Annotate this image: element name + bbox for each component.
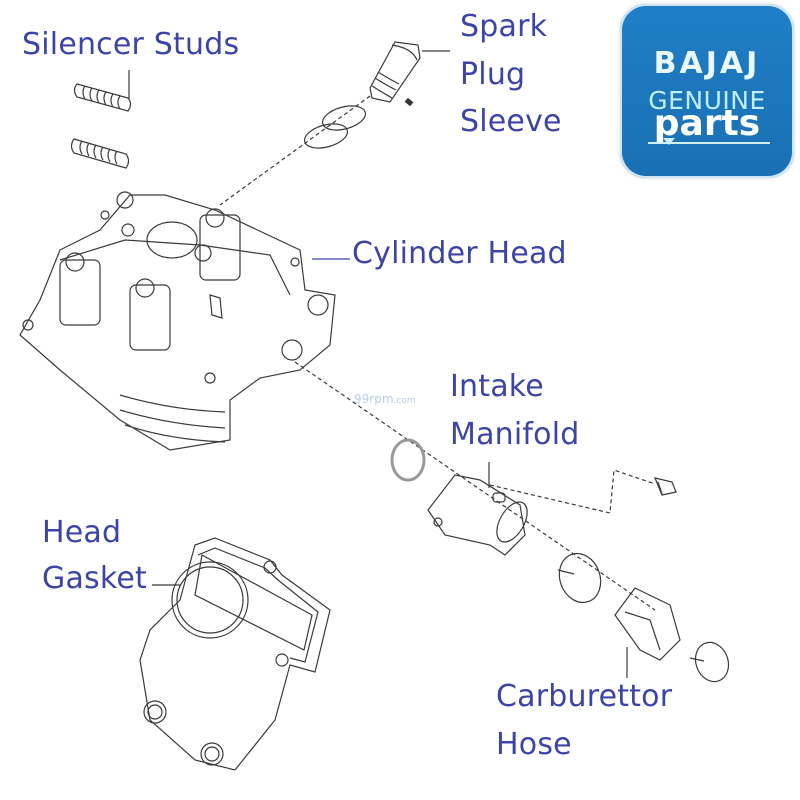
- label-line: Spark: [460, 9, 548, 44]
- assembly-axis-line: [219, 95, 371, 206]
- intake-manifold-icon: [390, 438, 677, 556]
- logo-parts: parts: [653, 103, 761, 144]
- silencer-stud-icon: [73, 70, 132, 112]
- label-line: Gasket: [42, 560, 147, 596]
- watermark: 99rpm.com: [354, 392, 416, 406]
- label-line: Manifold: [450, 416, 580, 452]
- spark-plug-sleeve-icon: [303, 41, 450, 149]
- label-line: Intake: [450, 369, 544, 404]
- label-line: Hose: [496, 726, 572, 762]
- carburettor-hose-icon: [557, 552, 730, 683]
- label-line: Head: [42, 515, 122, 550]
- label-line: Carburettor: [496, 679, 673, 714]
- spark-plug-sleeve-label: Spark Plug Sleeve: [460, 10, 562, 139]
- bajaj-genuine-parts-logo: BAJAJ GENUINE parts: [620, 4, 794, 178]
- head-gasket-icon: [139, 537, 331, 771]
- cylinder-head-icon: [19, 191, 350, 451]
- logo-underline: [648, 142, 770, 144]
- logo-genuine: GENUINE: [648, 86, 766, 115]
- label-line: Sleeve: [460, 104, 562, 140]
- watermark-suffix: .com: [393, 396, 416, 406]
- watermark-main: 99rpm: [354, 392, 394, 406]
- label-line: Plug: [460, 56, 526, 92]
- logo-brand: BAJAJ: [653, 46, 761, 81]
- silencer-studs-label: Silencer Studs: [22, 28, 239, 62]
- carburettor-hose-label: Carburettor Hose: [496, 680, 672, 761]
- intake-manifold-label: Intake Manifold: [450, 370, 580, 451]
- silencer-stud-icon: [70, 138, 130, 169]
- head-gasket-label: Head Gasket: [42, 516, 147, 595]
- logo-arrow-icon: [663, 138, 675, 145]
- assembly-axis-line: [294, 361, 656, 611]
- label-line: Silencer Studs: [22, 27, 240, 62]
- cylinder-head-label: Cylinder Head: [352, 237, 567, 271]
- label-line: Cylinder Head: [352, 236, 567, 271]
